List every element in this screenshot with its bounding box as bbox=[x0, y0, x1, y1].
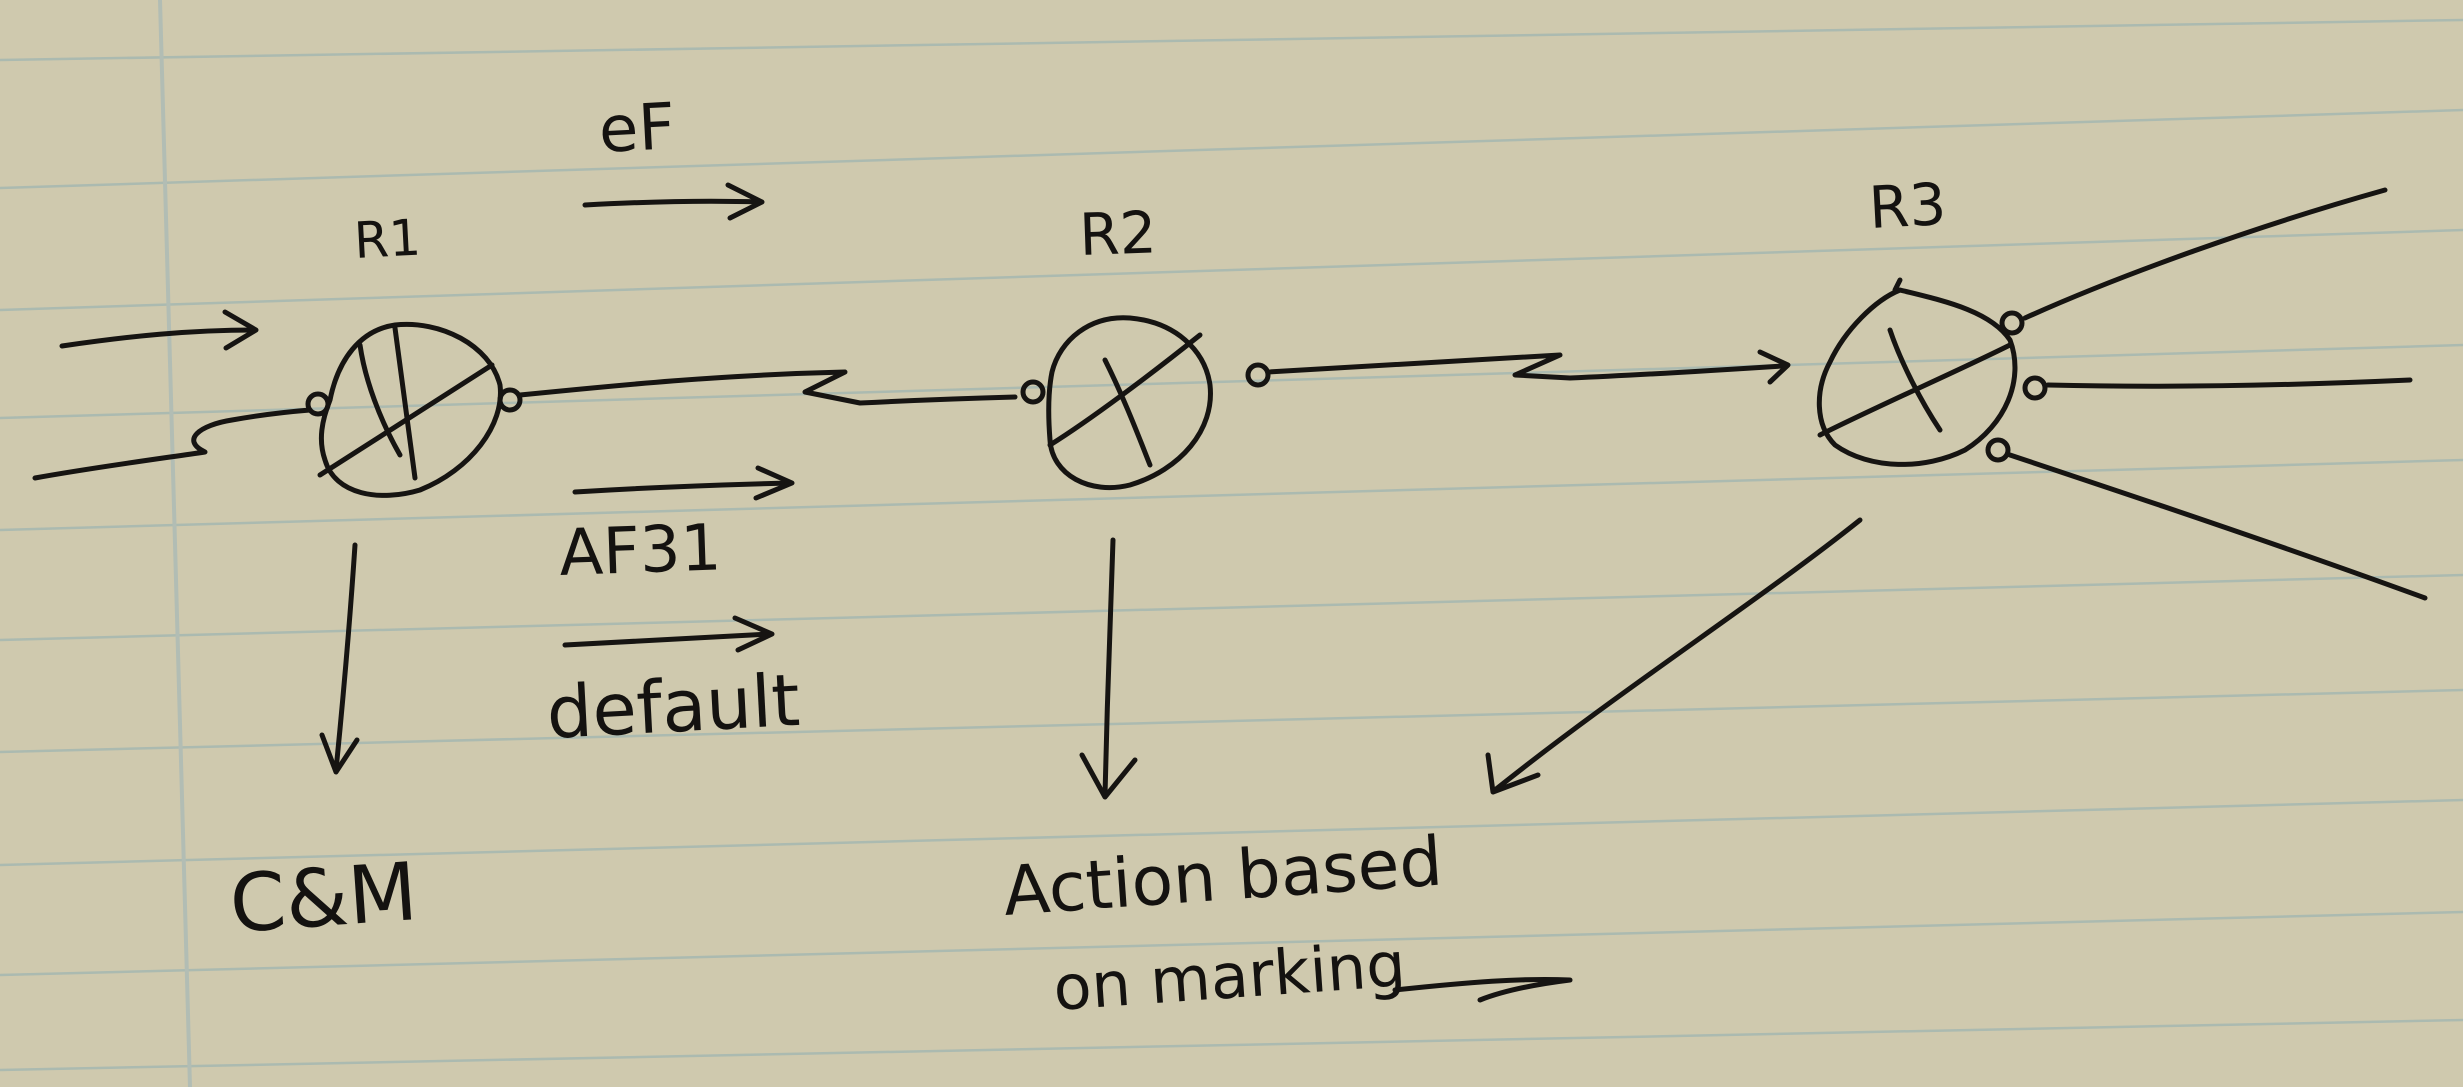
r1-role-label: C&M bbox=[227, 845, 420, 951]
margin-line bbox=[158, 0, 192, 1087]
r3-out-link-mid bbox=[2045, 377, 2413, 389]
default-class-label: default bbox=[544, 658, 801, 755]
incoming-arrow-upper bbox=[59, 309, 259, 351]
default-arrow bbox=[562, 615, 775, 653]
r2-down-arrow bbox=[1079, 537, 1138, 800]
incoming-line-lower bbox=[32, 407, 313, 481]
r3-out-link-bottom bbox=[2007, 452, 2428, 601]
link-r1-r2 bbox=[517, 369, 1018, 406]
router-r2-icon bbox=[1020, 315, 1271, 491]
router-r1-icon bbox=[305, 321, 523, 498]
r1-down-arrow bbox=[319, 542, 360, 775]
r3-out-link-top bbox=[2022, 187, 2388, 321]
router-r2-label: R2 bbox=[1078, 198, 1158, 269]
marking-underline bbox=[1392, 977, 1573, 1003]
r3-diagonal-arrow bbox=[1485, 517, 1863, 795]
ef-class-label: eF bbox=[597, 90, 677, 168]
af31-arrow bbox=[572, 465, 795, 501]
router-r1-label: R1 bbox=[353, 209, 423, 270]
link-r2-r3-arrowhead bbox=[1757, 349, 1791, 385]
link-r2-r3 bbox=[1265, 352, 1785, 381]
router-r3-icon bbox=[1816, 277, 2048, 467]
router-r3-label: R3 bbox=[1867, 170, 1948, 242]
af31-class-label: AF31 bbox=[558, 511, 723, 591]
ef-arrow bbox=[582, 182, 765, 221]
